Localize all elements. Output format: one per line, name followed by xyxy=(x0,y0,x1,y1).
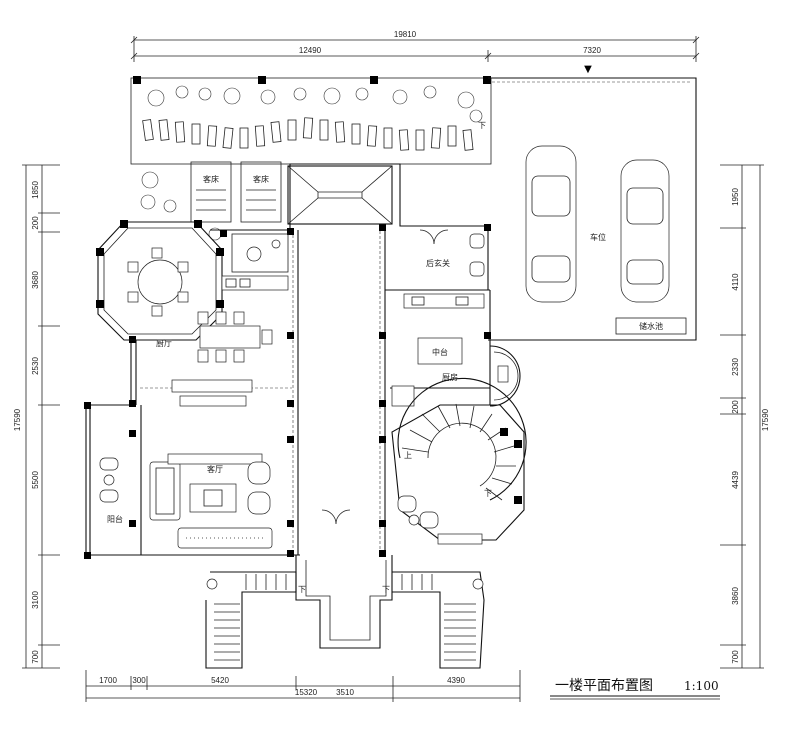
dim-bottom-seg: 4390 xyxy=(447,676,465,685)
tree-icon xyxy=(140,85,483,241)
room-label-back-entry: 后玄关 xyxy=(426,258,450,268)
room-label-living: 客厅 xyxy=(207,464,223,474)
front-stair-right: 下 xyxy=(382,571,485,669)
garden-area: 客床 客床 xyxy=(130,76,492,241)
room-label-garage: 车位 xyxy=(590,232,606,242)
room-label-bed-a: 客床 xyxy=(203,174,219,184)
front-stair-left: 下 xyxy=(205,571,306,669)
room-label-bed-b: 客床 xyxy=(253,174,269,184)
dim-left-seg: 3680 xyxy=(31,271,40,289)
guest-bed: 客床 客床 xyxy=(190,161,282,223)
north-arrow-icon: ▼ xyxy=(584,64,592,75)
kitchen: 中台 厨房 xyxy=(391,337,521,407)
back-entry: 后玄关 xyxy=(403,229,485,309)
stair-label-down: 下 xyxy=(478,121,486,130)
dim-right-overall: 17590 xyxy=(761,408,770,431)
dining-table xyxy=(197,311,273,363)
right-dimension-lines: 17590 1950 4110 2330 200 4439 3860 700 xyxy=(720,164,770,669)
room-label-island: 中台 xyxy=(432,347,448,357)
dim-right-seg: 4439 xyxy=(731,471,740,489)
dim-left-seg: 3100 xyxy=(31,591,40,609)
dim-bottom-seg: 5420 xyxy=(211,676,229,685)
bottom-dimension-lines: 1700 300 5420 4390 15320 3510 xyxy=(85,670,521,702)
title-block: 一楼平面布置图 1:100 xyxy=(550,678,720,700)
octagon-room xyxy=(96,220,224,341)
sofa-set xyxy=(149,453,273,549)
drawing-scale: 1:100 xyxy=(684,679,719,693)
skylight xyxy=(287,165,393,225)
round-dining-table xyxy=(127,247,189,317)
dim-right-seg: 1950 xyxy=(731,188,740,206)
room-label-storage: 储水池 xyxy=(639,321,663,331)
living-room: 客厅 阳台 xyxy=(99,453,273,549)
stair-label-down: 下 xyxy=(298,585,306,594)
stair-label-up: 上 xyxy=(404,451,412,460)
dim-right-seg: 3860 xyxy=(731,587,740,605)
room-label-dining: 厨厅 xyxy=(156,339,172,348)
garage: ▼ 车位 储水池 xyxy=(488,64,697,341)
dim-left-seg: 2530 xyxy=(31,357,40,375)
room-label-balcony: 阳台 xyxy=(107,514,123,524)
stair-label-down: 下 xyxy=(382,585,390,594)
dim-left-seg: 700 xyxy=(31,650,40,664)
car-icon xyxy=(525,145,670,303)
dim-top-left: 12490 xyxy=(299,46,322,55)
drawing-title: 一楼平面布置图 xyxy=(555,678,653,694)
dim-right-seg: 2330 xyxy=(731,358,740,376)
dim-right-seg: 700 xyxy=(731,650,740,664)
room-label-kitchen: 厨房 xyxy=(442,372,458,382)
front-entry: 下 下 下 xyxy=(205,121,486,669)
dim-left-seg: 200 xyxy=(31,216,40,230)
dim-bottom-seg: 1700 xyxy=(99,676,117,685)
dim-right-seg: 200 xyxy=(731,400,740,414)
dim-top-overall: 19810 xyxy=(394,30,417,39)
stair-label-down: 下 xyxy=(484,489,492,498)
dim-left-seg: 5500 xyxy=(31,471,40,489)
dim-left-seg: 1850 xyxy=(31,181,40,199)
dim-top-right: 7320 xyxy=(583,46,601,55)
spiral-staircase: 上 下 xyxy=(391,377,527,545)
top-dimension-lines: 19810 12490 7320 xyxy=(130,30,700,62)
dim-left-overall: 17590 xyxy=(13,408,22,431)
dim-bottom-seg: 300 xyxy=(132,676,146,685)
left-dimension-lines: 17590 1850 200 3680 2530 5500 3100 700 xyxy=(13,164,60,669)
stepping-stones xyxy=(142,117,474,151)
dim-right-seg: 4110 xyxy=(731,273,740,291)
dim-bottom-seg: 3510 xyxy=(336,688,354,697)
dining-room: 厨厅 xyxy=(156,233,289,407)
dim-bottom-seg: 15320 xyxy=(295,688,318,697)
